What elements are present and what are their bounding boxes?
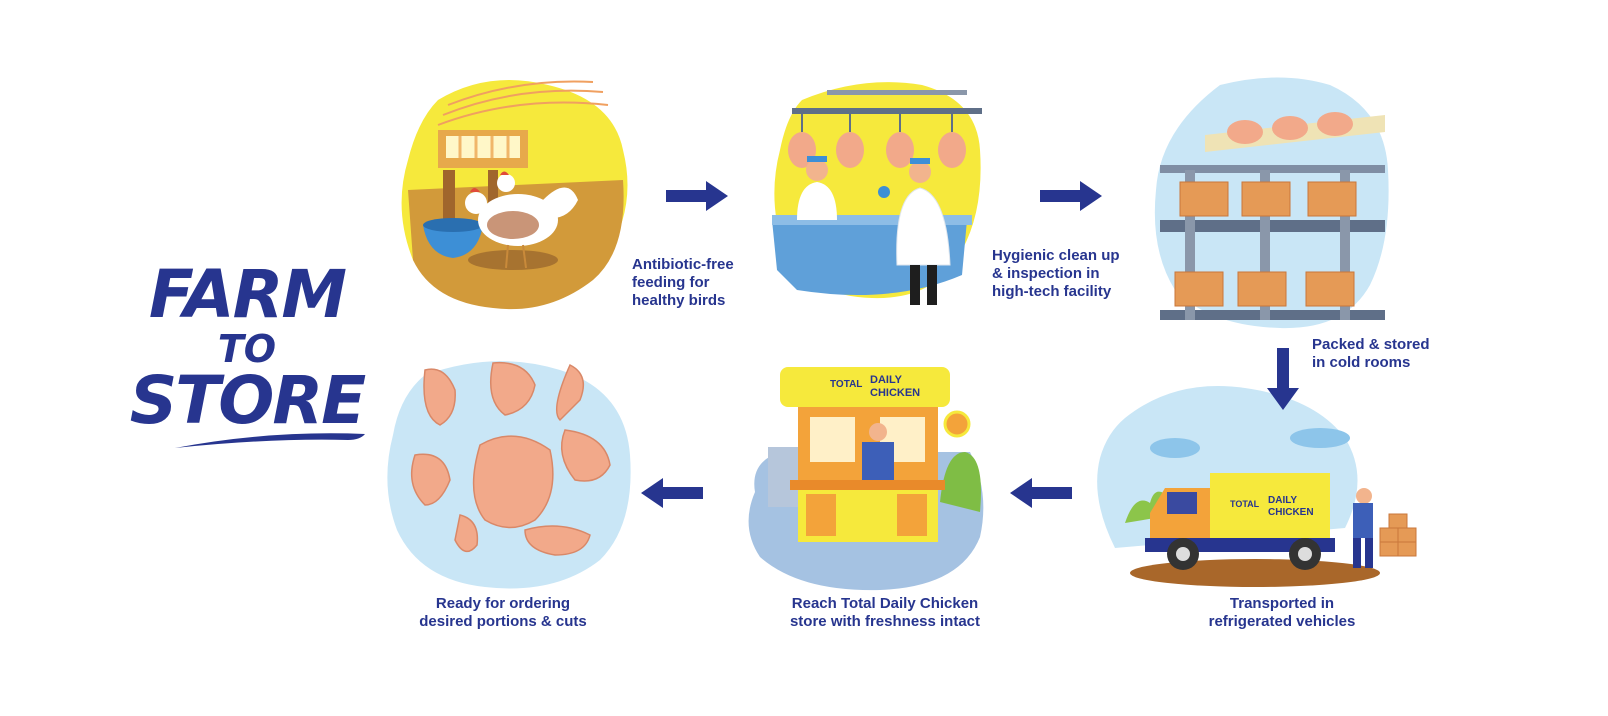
kiosk-brand-name-line2: CHICKEN xyxy=(870,387,921,399)
caption-feeding-line: feeding for xyxy=(632,274,710,291)
refrigerated-truck-illustration xyxy=(1097,386,1417,587)
title-line-store: STORE xyxy=(129,362,367,439)
caption-feeding-line: healthy birds xyxy=(632,292,726,309)
caption-cleanup: Hygienic clean up & inspection in high-t… xyxy=(992,247,1120,301)
arrow-right-2-icon xyxy=(1040,181,1102,211)
caption-storage: Packed & stored in cold rooms xyxy=(1312,336,1430,372)
caption-store-line: Reach Total Daily Chicken xyxy=(791,595,979,612)
cold-storage-illustration xyxy=(1154,77,1389,329)
caption-cleanup-line: & inspection in xyxy=(992,265,1100,282)
caption-cleanup-line: Hygienic clean up xyxy=(992,247,1120,264)
truck-brand-mark: TOTAL xyxy=(1230,499,1260,509)
title-line-farm: FARM xyxy=(148,256,347,333)
arrow-right-1-icon xyxy=(666,181,728,211)
caption-cuts-line: desired portions & cuts xyxy=(419,613,587,630)
kiosk-brand-logo: TOTAL DAILY CHICKEN xyxy=(830,372,930,402)
arrow-left-1-icon xyxy=(1010,478,1072,508)
arrow-down-icon xyxy=(1267,348,1299,410)
caption-transport-line: Transported in xyxy=(1229,595,1335,612)
farm-feeding-illustration xyxy=(401,80,628,310)
caption-cuts: Ready for ordering desired portions & cu… xyxy=(393,595,613,631)
kiosk-brand-mark: TOTAL xyxy=(830,379,863,390)
caption-storage-line: Packed & stored xyxy=(1312,336,1430,353)
caption-feeding: Antibiotic-free feeding for healthy bird… xyxy=(632,256,734,310)
caption-transport: Transported in refrigerated vehicles xyxy=(1182,595,1382,631)
caption-feeding-line: Antibiotic-free xyxy=(632,256,734,273)
caption-cleanup-line: high-tech facility xyxy=(992,283,1112,300)
truck-brand-name-line1: DAILY xyxy=(1268,495,1298,506)
caption-cuts-line: Ready for ordering xyxy=(435,595,571,612)
truck-brand-name-line2: CHICKEN xyxy=(1268,507,1314,518)
title-swoosh xyxy=(175,433,365,448)
chicken-cuts-illustration xyxy=(387,361,631,589)
kiosk-brand-name-line1: DAILY xyxy=(870,374,902,386)
store-kiosk-illustration xyxy=(748,367,984,591)
caption-store: Reach Total Daily Chicken store with fre… xyxy=(770,595,1000,631)
caption-store-line: store with freshness intact xyxy=(789,613,981,630)
truck-brand-logo: TOTAL DAILY CHICKEN xyxy=(1230,493,1325,523)
processing-facility-illustration xyxy=(772,82,982,305)
title-line-to: TO xyxy=(217,327,277,371)
arrow-left-2-icon xyxy=(641,478,703,508)
caption-transport-line: refrigerated vehicles xyxy=(1208,613,1356,630)
caption-storage-line: in cold rooms xyxy=(1312,354,1411,371)
